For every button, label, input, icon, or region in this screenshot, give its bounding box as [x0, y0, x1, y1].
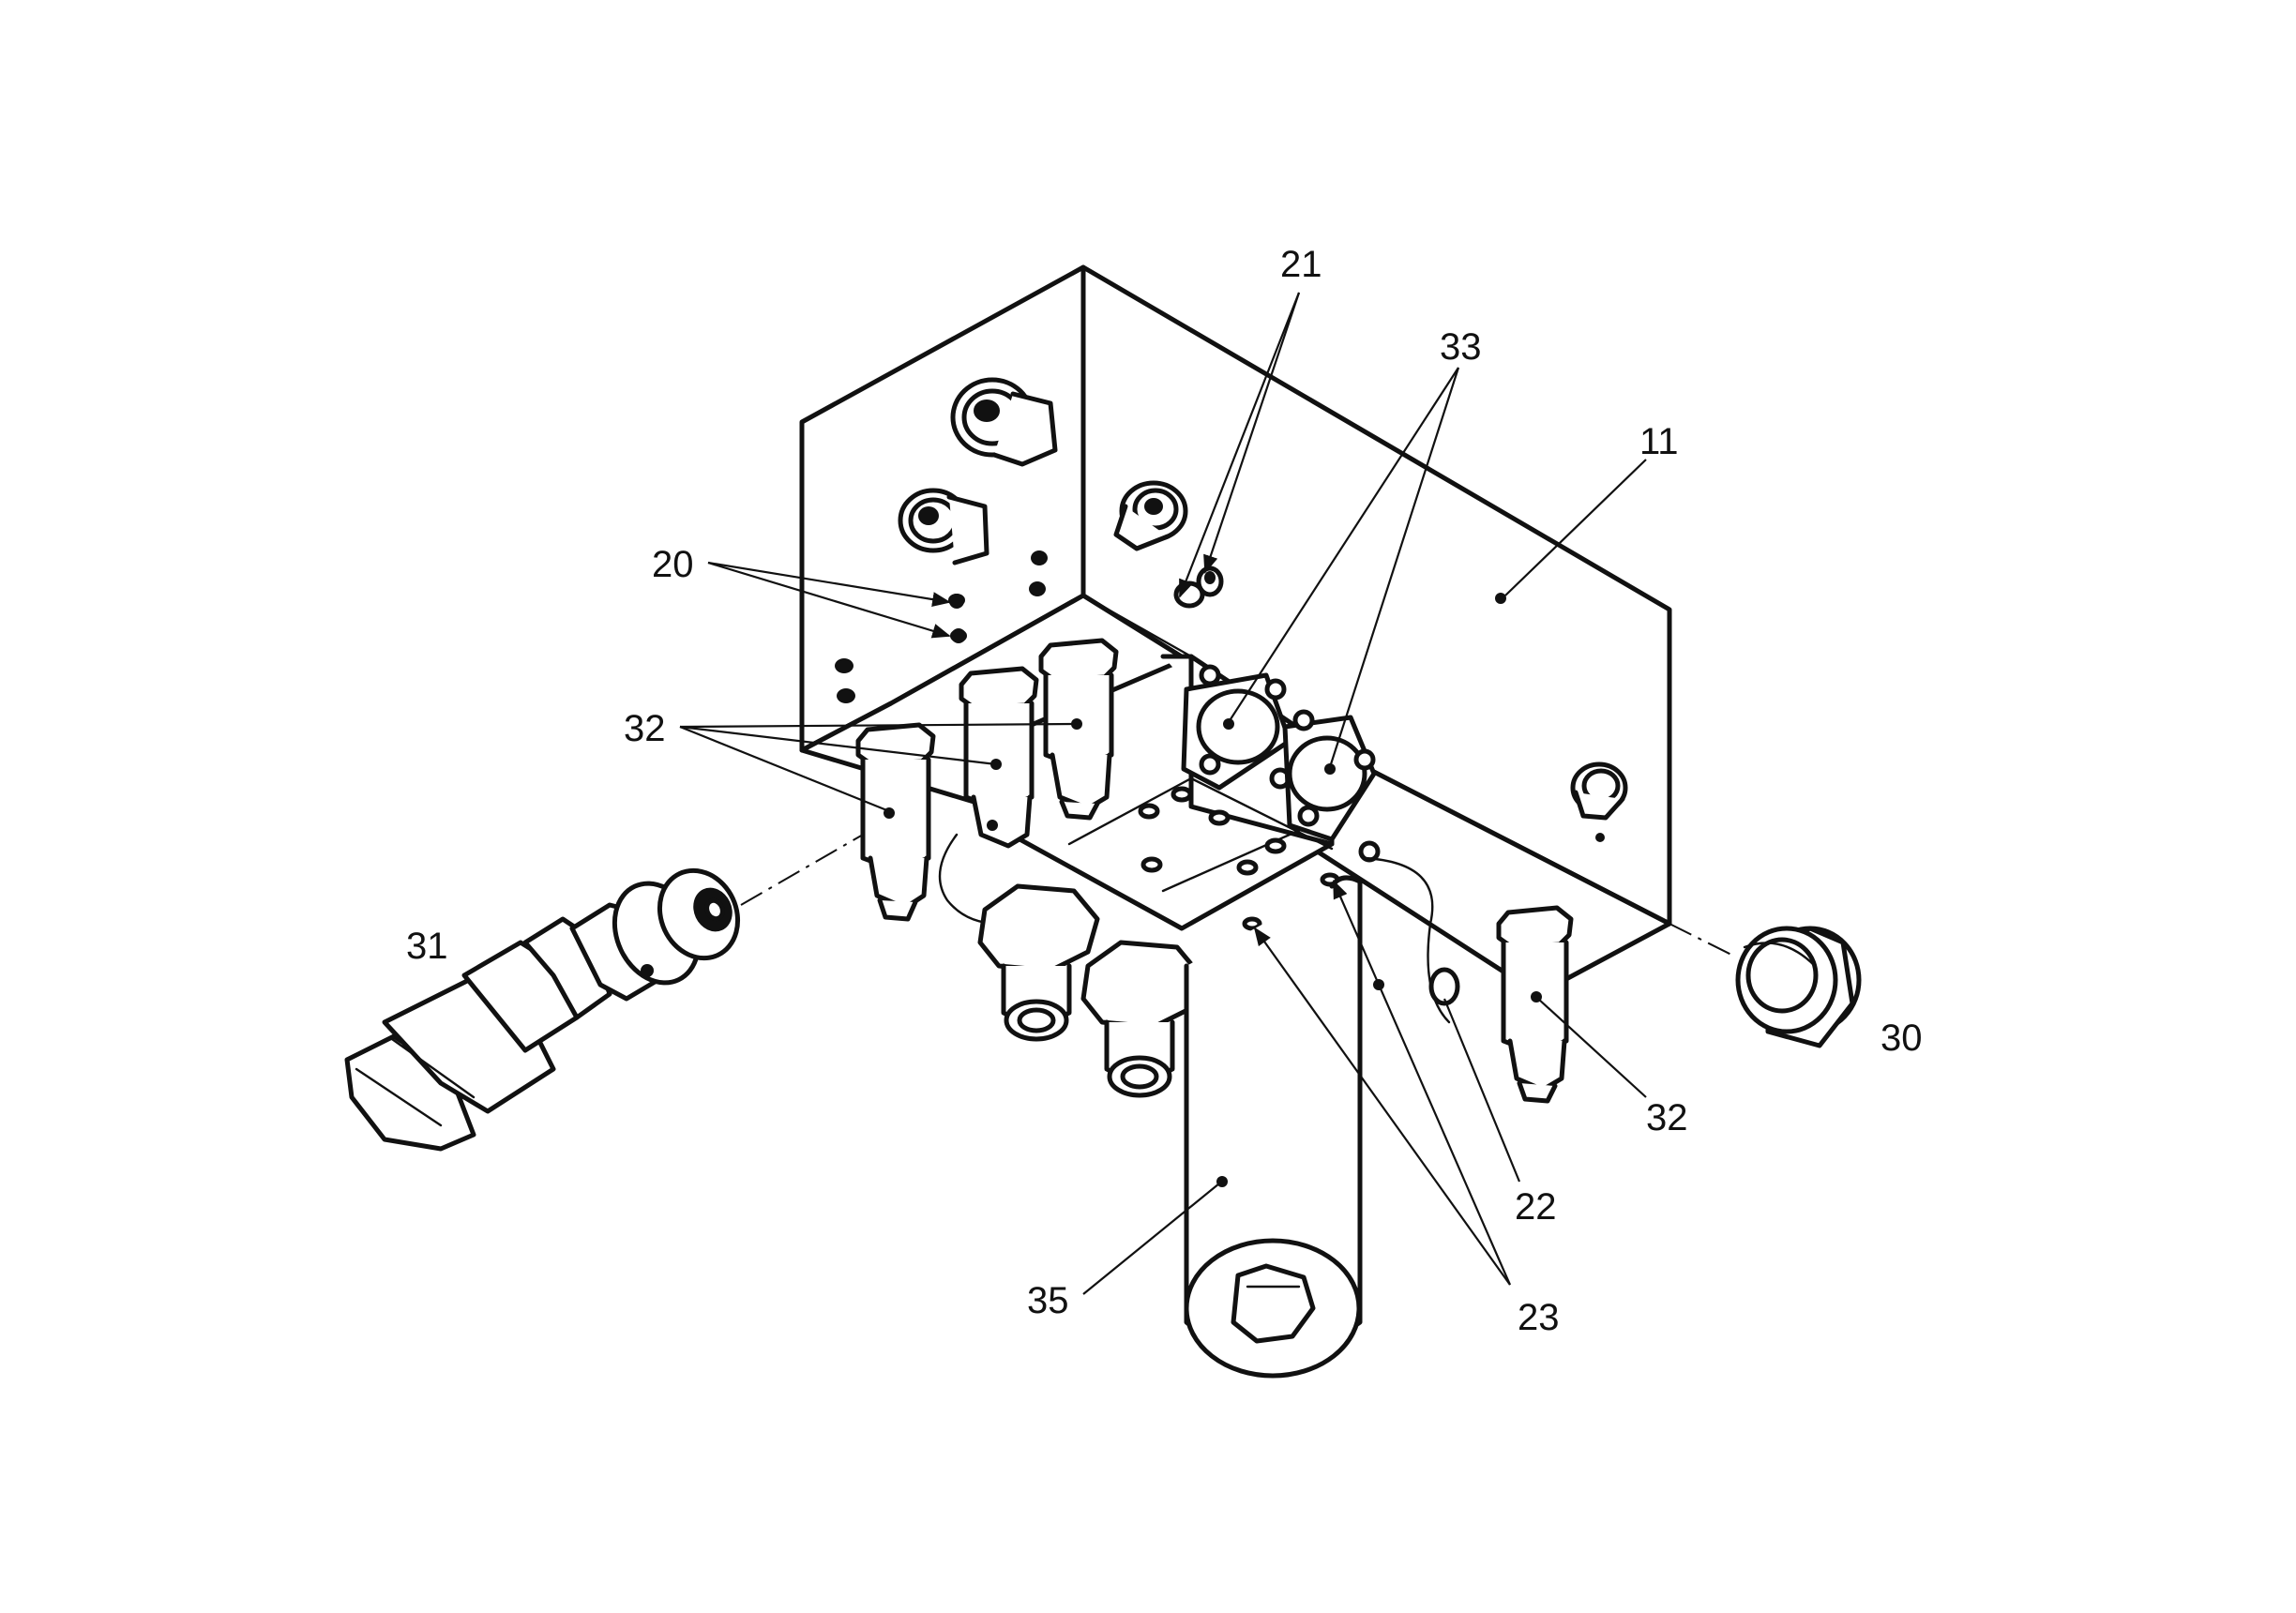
callout-11: 11: [1639, 421, 1679, 462]
leader-32b: [679, 725, 997, 766]
callout-32-right: 32: [1646, 1097, 1688, 1138]
leader-21b: [1203, 292, 1301, 574]
callout-33: 33: [1440, 326, 1482, 368]
cartridge-valve-1: [1038, 638, 1119, 821]
callout-30: 30: [1881, 1018, 1923, 1059]
centerline-plug: [1669, 923, 1736, 957]
leader-23b: [1332, 880, 1512, 1286]
quick-coupling: [344, 867, 741, 1152]
leader-32c: [679, 725, 890, 813]
port-fitting-mid-left: [898, 488, 989, 565]
hex-fitting-left: [977, 883, 1100, 1042]
plug: [1735, 926, 1862, 1048]
filter-housing: [1184, 875, 1460, 1379]
callout-35: 35: [1027, 1280, 1069, 1321]
leader-33a: [1228, 367, 1459, 723]
cartridge-valve-3: [855, 722, 936, 922]
centerline-coupling: [740, 834, 864, 906]
callout-23: 23: [1518, 1297, 1560, 1338]
leader-21a: [1178, 292, 1301, 598]
port-fitting-center: [1113, 480, 1188, 551]
port-fitting-right: [1570, 761, 1628, 821]
callout-31: 31: [406, 926, 448, 967]
callout-21: 21: [1280, 244, 1322, 285]
cartridge-valve-4: [1496, 905, 1574, 1104]
callout-32-left: 32: [624, 708, 666, 749]
leader-22: [1443, 998, 1521, 1183]
hex-fitting-right: [1080, 940, 1203, 1098]
leader-32a: [679, 722, 1078, 729]
leader-35: [1082, 1183, 1220, 1295]
leader-20b: [707, 561, 951, 639]
callout-22: 22: [1515, 1186, 1557, 1228]
leader-32d: [1537, 998, 1647, 1098]
o-rings-20: [949, 594, 966, 643]
leader-11: [1504, 459, 1647, 596]
callout-20: 20: [652, 544, 694, 585]
leader-33b: [1328, 367, 1460, 768]
leader-20a: [707, 561, 951, 607]
cartridge-valve-2: [959, 666, 1039, 849]
pilot-tube: [938, 833, 1001, 926]
leader-23a: [1253, 927, 1511, 1286]
port-fitting-upper-left: [950, 377, 1058, 467]
